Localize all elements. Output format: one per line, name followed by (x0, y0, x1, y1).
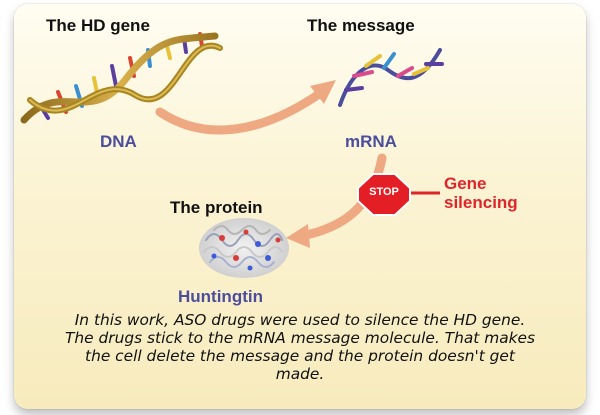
diagram-caption: In this work, ASO drugs were used to sil… (64, 311, 536, 383)
dna-label: DNA (100, 132, 137, 151)
mrna-strand-icon (338, 48, 444, 107)
gene-silencing-line1: Gene (444, 174, 487, 193)
dna-helix-icon (20, 32, 223, 124)
stop-sign-text: STOP (369, 186, 399, 198)
gene-silencing-line2: silencing (444, 193, 518, 212)
protein-section-title: The protein (170, 198, 263, 217)
mrna-label: mRNA (345, 132, 397, 151)
transcription-arrow (155, 87, 327, 135)
protein-label: Huntingtin (178, 287, 263, 306)
translation-arrowhead (286, 224, 310, 248)
transcription-arrowhead (310, 80, 336, 104)
dna-section-title: The HD gene (46, 16, 150, 35)
stop-sign-icon (357, 173, 411, 216)
protein-molecule-icon (199, 218, 289, 278)
mrna-section-title: The message (307, 16, 415, 35)
diagram-panel (14, 4, 586, 409)
